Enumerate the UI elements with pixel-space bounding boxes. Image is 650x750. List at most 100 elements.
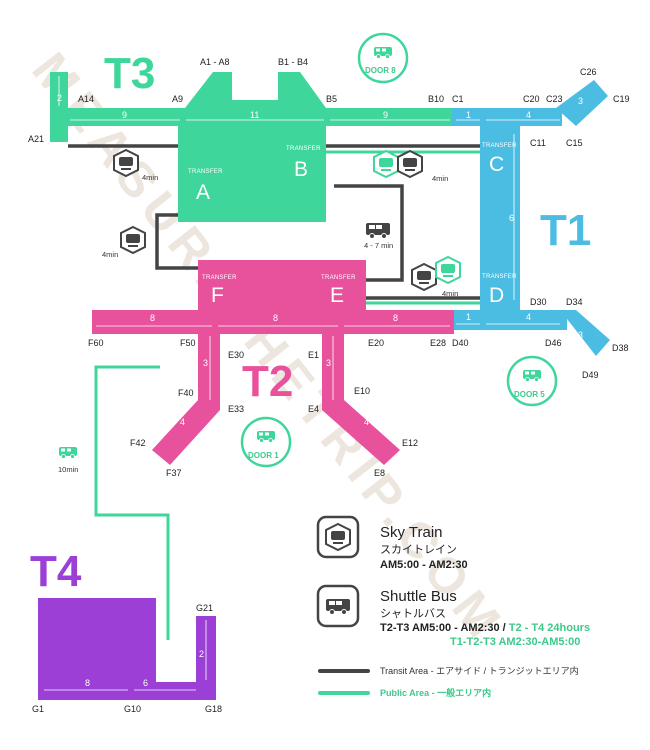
gate-f40: F40 [178,388,194,398]
walk-time-f-down: 3 [203,358,208,368]
walk-time-g-left: 8 [85,678,90,688]
walk-arrows [44,76,560,691]
terminal-t4 [38,598,216,700]
legend-shuttle-jp: シャトルバス [380,607,446,620]
terminal-label-t2: T2 [242,357,293,406]
t2-west-arm [152,334,220,465]
legend-public-area: Public Area - 一般エリア内 [380,687,491,698]
shuttle-bus-icon [365,222,391,239]
t2-east-arm [322,334,400,465]
gate-d34: D34 [566,297,583,307]
hub-d-transfer: TRANSFER [482,274,517,280]
gate-e12: E12 [402,438,418,448]
travel-time-skytrain-bc: 4min [432,174,448,183]
gate-e8: E8 [374,468,385,478]
legend-transit-area: Transit Area - エアサイド / トランジットエリア内 [380,665,579,676]
gate-g10: G10 [124,704,141,714]
hub-c-letter: C [489,153,504,176]
hub-d-letter: D [489,284,504,307]
gate-d49: D49 [582,370,599,380]
legend-shuttle-hours-line: T2-T3 AM5:00 - AM2:30 / T2 - T4 24hours [380,622,590,634]
door-5-badge: DOOR 5 [506,355,558,407]
gate-c26: C26 [580,67,597,77]
gate-d46: D46 [545,338,562,348]
terminal-t1 [452,80,610,356]
gate-g18: G18 [205,704,222,714]
terminal-label-t4: T4 [30,547,82,596]
walk-time-f-arm: 4 [180,417,185,427]
shuttle-bus-public-icon [58,446,78,459]
walk-time-d-right: 4 [526,312,531,322]
gate-a21: A21 [28,134,44,144]
walk-time-g-vertical: 2 [199,649,204,659]
gate-c15: C15 [566,138,583,148]
terminal-label-t3: T3 [104,49,155,98]
walk-time-t1-vertical: 6 [509,213,514,223]
gate-d40: D40 [452,338,469,348]
gate-f50: F50 [180,338,196,348]
legend-shuttle-hours1-green: T2 - T4 24hours [509,622,590,634]
legend-skytrain-title: Sky Train [380,524,443,541]
gate-e33: E33 [228,404,244,414]
legend: Sky Train スカイトレイン AM5:00 - AM2:30 Shuttl… [316,515,590,698]
walk-time-d-arm: 3 [578,330,583,340]
gate-a1-a8: A1 - A8 [200,57,230,67]
skytrain-public-icon [373,150,399,178]
gate-e10: E10 [354,386,370,396]
hub-a-letter: A [196,181,210,204]
t4-concourse [38,682,216,700]
walk-time-t3-vertical: 2 [57,93,62,103]
t3-concourse [50,108,455,126]
door-8-badge: DOOR 8 [357,32,409,84]
terminal-t3 [50,72,455,222]
public-lines [94,150,480,640]
gate-e4: E4 [308,404,319,414]
walk-time-d-left: 1 [466,312,471,322]
travel-time-bus-be: 4 - 7 min [364,241,393,250]
terminal-label-t1: T1 [540,206,591,255]
travel-time-bus-t4: 10min [58,465,78,474]
gate-c1: C1 [452,94,464,104]
transit-lines [68,144,480,300]
travel-time-skytrain-ab: 4min [142,173,158,182]
gate-f60: F60 [88,338,104,348]
hub-a-transfer: TRANSFER [188,169,223,175]
t1-south-arm [560,310,610,356]
hub-b-transfer: TRANSFER [286,146,321,152]
skytrain-public-icon [435,256,461,284]
legend-shuttle-title: Shuttle Bus [380,588,457,605]
walk-time-c-right: 4 [526,110,531,120]
gate-d38: D38 [612,343,629,353]
walk-time-e-arm: 4 [364,417,369,427]
gate-e30: E30 [228,350,244,360]
legend-shuttle-icon [316,584,360,628]
t1-concourse-south [452,310,567,330]
hub-c-transfer: TRANSFER [482,143,517,149]
walk-time-c-left: 1 [466,110,471,120]
skytrain-icon [397,150,423,178]
gate-c19: C19 [613,94,630,104]
terminal-t2 [92,260,454,465]
gate-e20: E20 [368,338,384,348]
door-1-label: DOOR 1 [248,451,279,460]
skytrain-icon [120,226,146,254]
legend-skytrain-jp: スカイトレイン [380,543,457,556]
gate-f42: F42 [130,438,146,448]
walk-time-e-down: 3 [326,358,331,368]
gate-c23: C23 [546,94,563,104]
gate-g21: G21 [196,603,213,613]
gate-e28: E28 [430,338,446,348]
t2-concourse [92,310,454,334]
t2-main-building [198,260,366,310]
gate-a9: A9 [172,94,183,104]
legend-shuttle-hours1: T2-T3 AM5:00 - AM2:30 / [380,622,509,634]
door-1-badge: DOOR 1 [240,416,292,468]
door-5-label: DOOR 5 [514,390,545,399]
legend-skytrain-icon [316,515,360,559]
walk-time-f-left: 8 [150,313,155,323]
gate-f37: F37 [166,468,182,478]
gate-c11: C11 [530,138,546,148]
travel-time-skytrain-af: 4min [102,250,118,259]
gate-d30: D30 [530,297,547,307]
